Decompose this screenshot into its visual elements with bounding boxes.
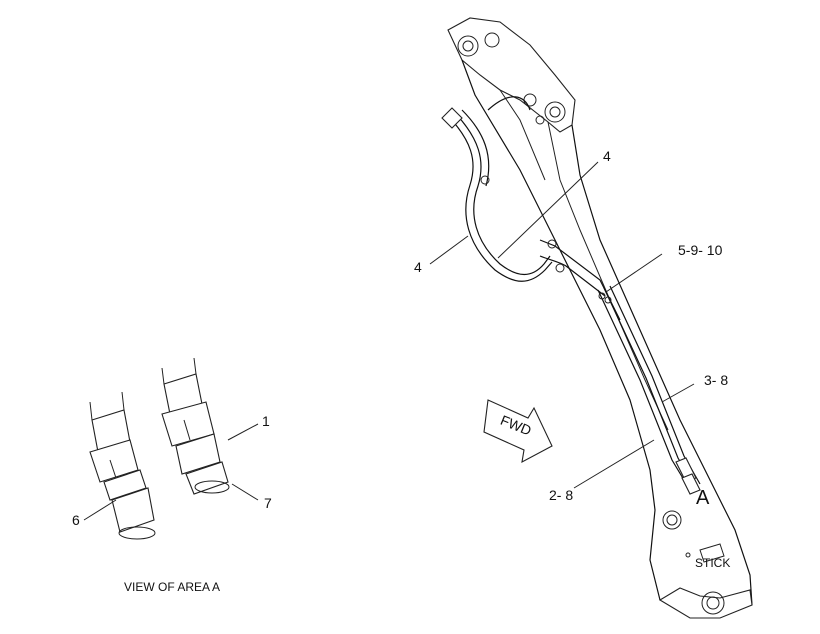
callout-7: 7 — [264, 495, 272, 511]
callout-1: 1 — [262, 413, 270, 429]
hose-assembly — [441, 96, 701, 495]
view-caption: VIEW OF AREA A — [124, 580, 220, 594]
callout-6: 6 — [72, 512, 80, 528]
callout-3-8: 3- 8 — [704, 372, 728, 388]
fitting-right — [161, 357, 230, 495]
callout-4-left: 4 — [414, 259, 422, 275]
stick-body — [447, 17, 753, 619]
detail-view-area-a: 1 7 6 VIEW OF AREA A — [72, 357, 272, 594]
callout-4-top: 4 — [603, 148, 611, 164]
callout-2-8: 2- 8 — [549, 487, 573, 503]
area-a-marker: A — [696, 487, 710, 509]
callout-5-9-10: 5-9- 10 — [678, 242, 723, 258]
fwd-arrow: FWD — [483, 399, 553, 464]
leader-lines — [429, 161, 695, 489]
stick-label: STICK — [695, 556, 730, 570]
fitting-left — [89, 391, 156, 540]
